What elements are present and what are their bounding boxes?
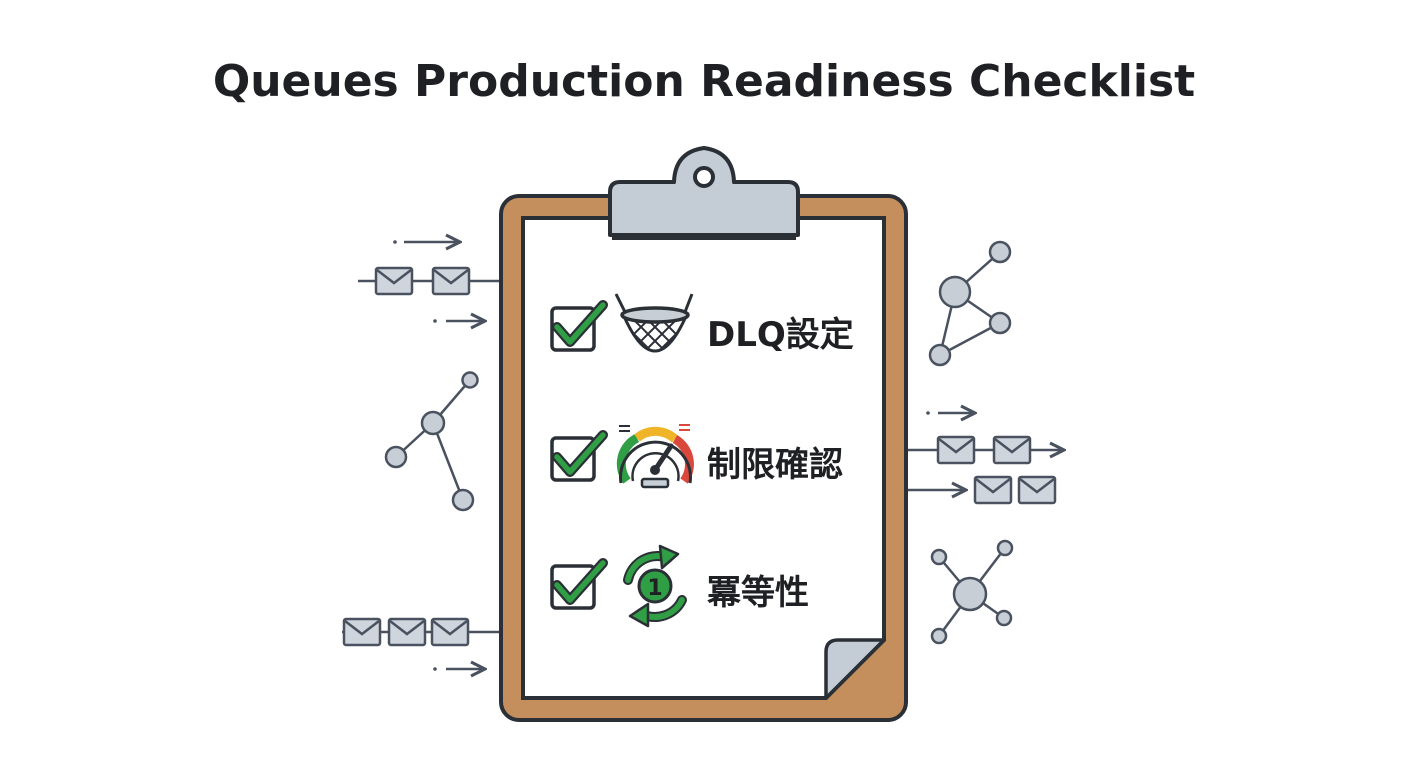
graph-node bbox=[988, 240, 1012, 264]
cycle-one-icon: 1 bbox=[623, 544, 687, 628]
left-message-flow-bottom bbox=[342, 617, 500, 671]
envelope-icon bbox=[1017, 475, 1057, 505]
graph-node bbox=[995, 609, 1013, 627]
envelope-icon bbox=[431, 266, 471, 296]
graph-node bbox=[420, 410, 446, 436]
clip-hole bbox=[693, 166, 715, 188]
clipboard-clip bbox=[608, 146, 800, 237]
checkbox-idempotency[interactable] bbox=[550, 558, 608, 610]
page-curl bbox=[824, 638, 886, 700]
cycle-count-badge: 1 bbox=[647, 576, 662, 601]
graph-node bbox=[952, 576, 988, 612]
graph-node bbox=[451, 488, 475, 512]
envelope-icon bbox=[936, 435, 976, 465]
envelope-icon bbox=[374, 266, 414, 296]
graph-node bbox=[930, 627, 948, 645]
graph-node bbox=[461, 371, 479, 389]
right-message-flow bbox=[906, 411, 1064, 505]
envelope-icon bbox=[992, 435, 1032, 465]
envelope-icon bbox=[973, 475, 1013, 505]
envelope-icon bbox=[430, 617, 470, 647]
graph-node bbox=[938, 275, 972, 309]
graph-node bbox=[988, 311, 1012, 335]
item-label-dlq: DLQ設定 bbox=[707, 315, 854, 355]
left-message-flow-top bbox=[358, 240, 500, 323]
gauge-icon bbox=[616, 424, 694, 489]
right-node-graph-top bbox=[928, 240, 1012, 367]
graph-node bbox=[928, 343, 952, 367]
graph-node bbox=[996, 539, 1014, 557]
checkbox-limits[interactable] bbox=[550, 430, 608, 482]
envelope-icon bbox=[342, 617, 382, 647]
checkbox-dlq[interactable] bbox=[550, 300, 608, 352]
clipboard bbox=[499, 146, 908, 722]
page-title: Queues Production Readiness Checklist bbox=[212, 56, 1196, 107]
graph-node bbox=[384, 445, 408, 469]
graph-node bbox=[930, 548, 948, 566]
right-node-graph-bottom bbox=[930, 539, 1014, 645]
item-label-idempotency: 冪等性 bbox=[707, 573, 809, 613]
left-node-graph bbox=[384, 371, 479, 512]
envelope-icon bbox=[387, 617, 427, 647]
item-label-limits: 制限確認 bbox=[707, 445, 843, 485]
